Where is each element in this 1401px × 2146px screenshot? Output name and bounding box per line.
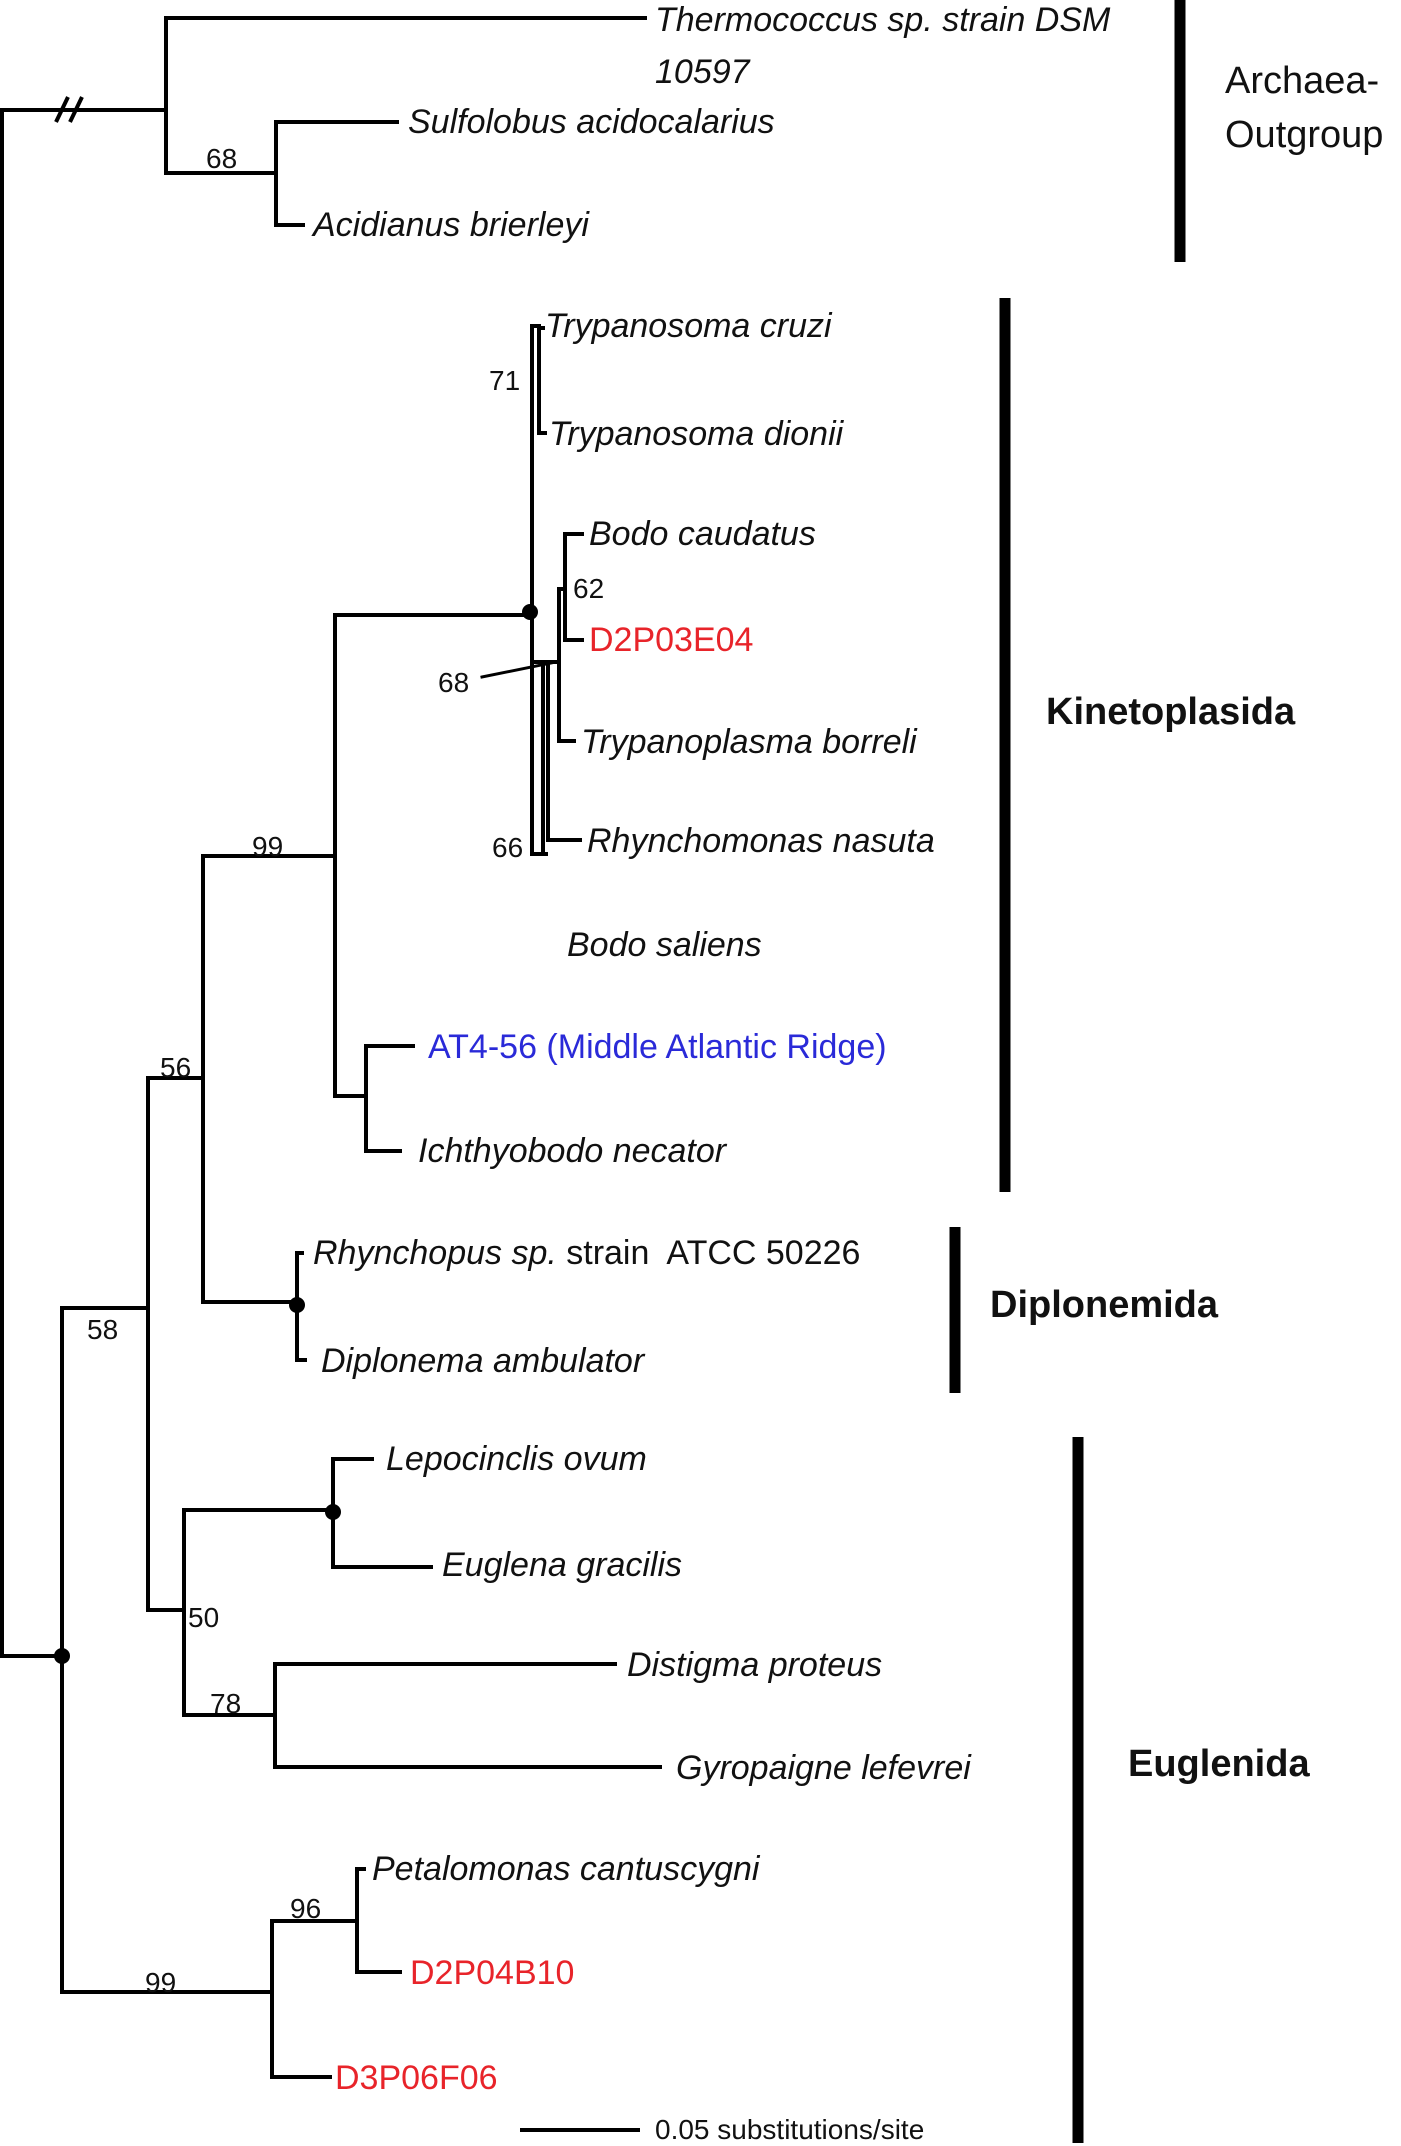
group-label-euglenida: Euglenida: [1128, 1743, 1310, 1785]
group-brackets: [949, 0, 1186, 2143]
bootstrap-rhynchomonas: 66: [492, 832, 523, 863]
bootstrap-distigma: 78: [210, 1688, 241, 1719]
bootstrap-euglenozoa: 58: [87, 1314, 118, 1345]
branch-break-icon: [54, 96, 84, 123]
taxon-thermococcus-strain: 10597: [655, 53, 751, 91]
bootstrap-petalomonas-clade: 99: [145, 1967, 176, 1998]
bootstrap-labels: 68 71 62 68 66 99 56 58 50 78 96 99: [87, 143, 604, 1998]
group-label-archaea-1: Archaea-: [1225, 60, 1379, 102]
taxon-sulfolobus: Sulfolobus acidocalarius: [408, 103, 775, 141]
taxon-ichthyobodo-necator: Ichthyobodo necator: [418, 1132, 728, 1170]
taxon-d3p06f06: D3P06F06: [335, 2059, 498, 2097]
scale-bar-label: 0.05 substitutions/site: [655, 2114, 924, 2145]
taxon-rhynchomonas-nasuta: Rhynchomonas nasuta: [587, 822, 935, 860]
taxon-distigma-proteus: Distigma proteus: [627, 1646, 882, 1684]
taxon-gyropaigne-lefevrei: Gyropaigne lefevrei: [676, 1749, 972, 1787]
taxon-petalomonas-cantuscygni: Petalomonas cantuscygni: [372, 1850, 761, 1888]
support-dot: [54, 1648, 70, 1664]
scale-bar: 0.05 substitutions/site: [520, 2114, 924, 2145]
taxon-diplonema-ambulator: Diplonema ambulator: [321, 1342, 646, 1380]
taxon-trypanoplasma-borreli: Trypanoplasma borreli: [581, 723, 918, 761]
taxon-rhynchopus-genus: Rhynchopus sp.: [313, 1234, 557, 1272]
bootstrap-kinetoplastida: 99: [252, 831, 283, 862]
taxon-euglena-gracilis: Euglena gracilis: [442, 1546, 682, 1584]
taxon-acidianus: Acidianus brierleyi: [311, 206, 590, 244]
bootstrap-kineto-inner: 68: [438, 667, 469, 698]
support-dot: [289, 1297, 305, 1313]
group-labels: Archaea- Outgroup Kinetoplasida Diplonem…: [990, 60, 1383, 1785]
taxon-labels: Thermococcus sp. strain DSM 10597 Sulfol…: [311, 1, 1111, 2097]
group-label-kinetoplastida: Kinetoplasida: [1046, 691, 1296, 733]
bootstrap-petalomonas: 96: [290, 1893, 321, 1924]
taxon-rhynchopus-strain: strain ATCC 50226: [557, 1234, 861, 1272]
taxon-at4-56: AT4-56 (Middle Atlantic Ridge): [428, 1028, 887, 1066]
support-dot: [325, 1504, 341, 1520]
taxon-trypanosoma-cruzi: Trypanosoma cruzi: [545, 307, 833, 345]
tree-branches: [0, 16, 662, 2079]
bootstrap-kineto-diplo: 56: [160, 1052, 191, 1083]
bootstrap-bodo-caudatus: 62: [573, 573, 604, 604]
support-dot: [522, 604, 538, 620]
taxon-lepocinclis-ovum: Lepocinclis ovum: [386, 1440, 647, 1478]
taxon-d2p04b10: D2P04B10: [410, 1954, 574, 1992]
taxon-bodo-saliens: Bodo saliens: [567, 926, 762, 964]
group-label-diplonemida: Diplonemida: [990, 1284, 1219, 1326]
bootstrap-euglenida-core: 50: [188, 1602, 219, 1633]
taxon-thermococcus: Thermococcus sp. strain DSM: [655, 1, 1111, 39]
group-label-archaea-2: Outgroup: [1225, 114, 1383, 156]
taxon-trypanosoma-dionii: Trypanosoma dionii: [549, 415, 845, 453]
taxon-d2p03e04: D2P03E04: [589, 621, 753, 659]
taxon-bodo-caudatus: Bodo caudatus: [589, 515, 816, 553]
taxon-rhynchopus: Rhynchopus sp. strain ATCC 50226: [313, 1234, 860, 1272]
bootstrap-trypanosoma: 71: [489, 365, 520, 396]
support-node-markers: [54, 604, 538, 1664]
bootstrap-archaea: 68: [206, 143, 237, 174]
